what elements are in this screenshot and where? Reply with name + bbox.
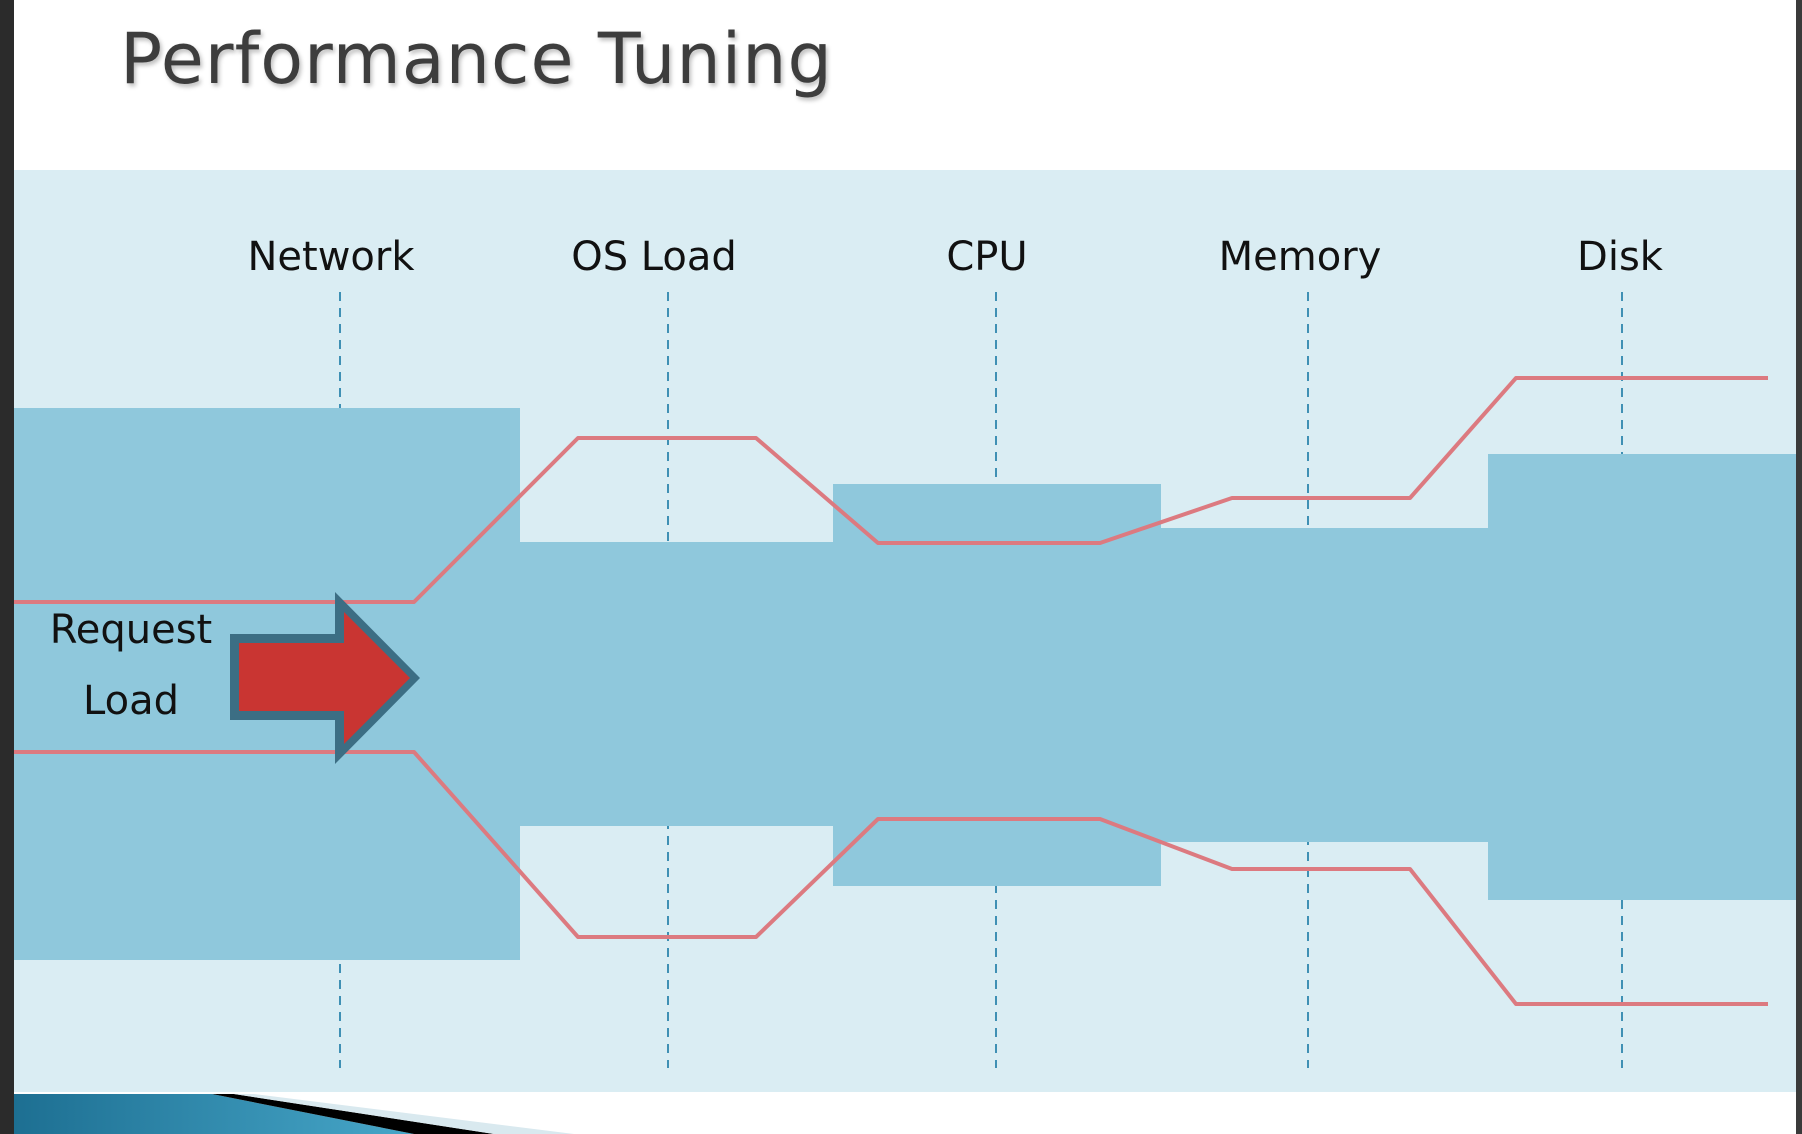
stage-block-disk [1488, 454, 1802, 900]
request-label-line1: Request [50, 607, 212, 653]
request-label-line2: Load [83, 678, 179, 724]
stage-label-cpu: CPU [946, 234, 1027, 280]
stage-label-disk: Disk [1577, 234, 1664, 280]
right-arrow-icon [230, 592, 420, 764]
stage-label-memory: Memory [1219, 234, 1382, 280]
stage-block-os-load [520, 542, 833, 826]
stage-label-os-load: OS Load [571, 234, 737, 280]
bottleneck-diagram: Request Load Network OS Load CPU Memory … [14, 170, 1802, 1134]
load-line-top [14, 376, 1768, 604]
corner-decoration [14, 1094, 574, 1134]
slide: Performance Tuning [14, 0, 1802, 1134]
stage-label-network: Network [247, 234, 415, 280]
stage-block-memory [1161, 528, 1488, 842]
page-title: Performance Tuning [120, 18, 833, 100]
left-window-edge [0, 0, 14, 1134]
right-window-edge [1796, 0, 1802, 1134]
load-line-bottom [14, 750, 1768, 1006]
